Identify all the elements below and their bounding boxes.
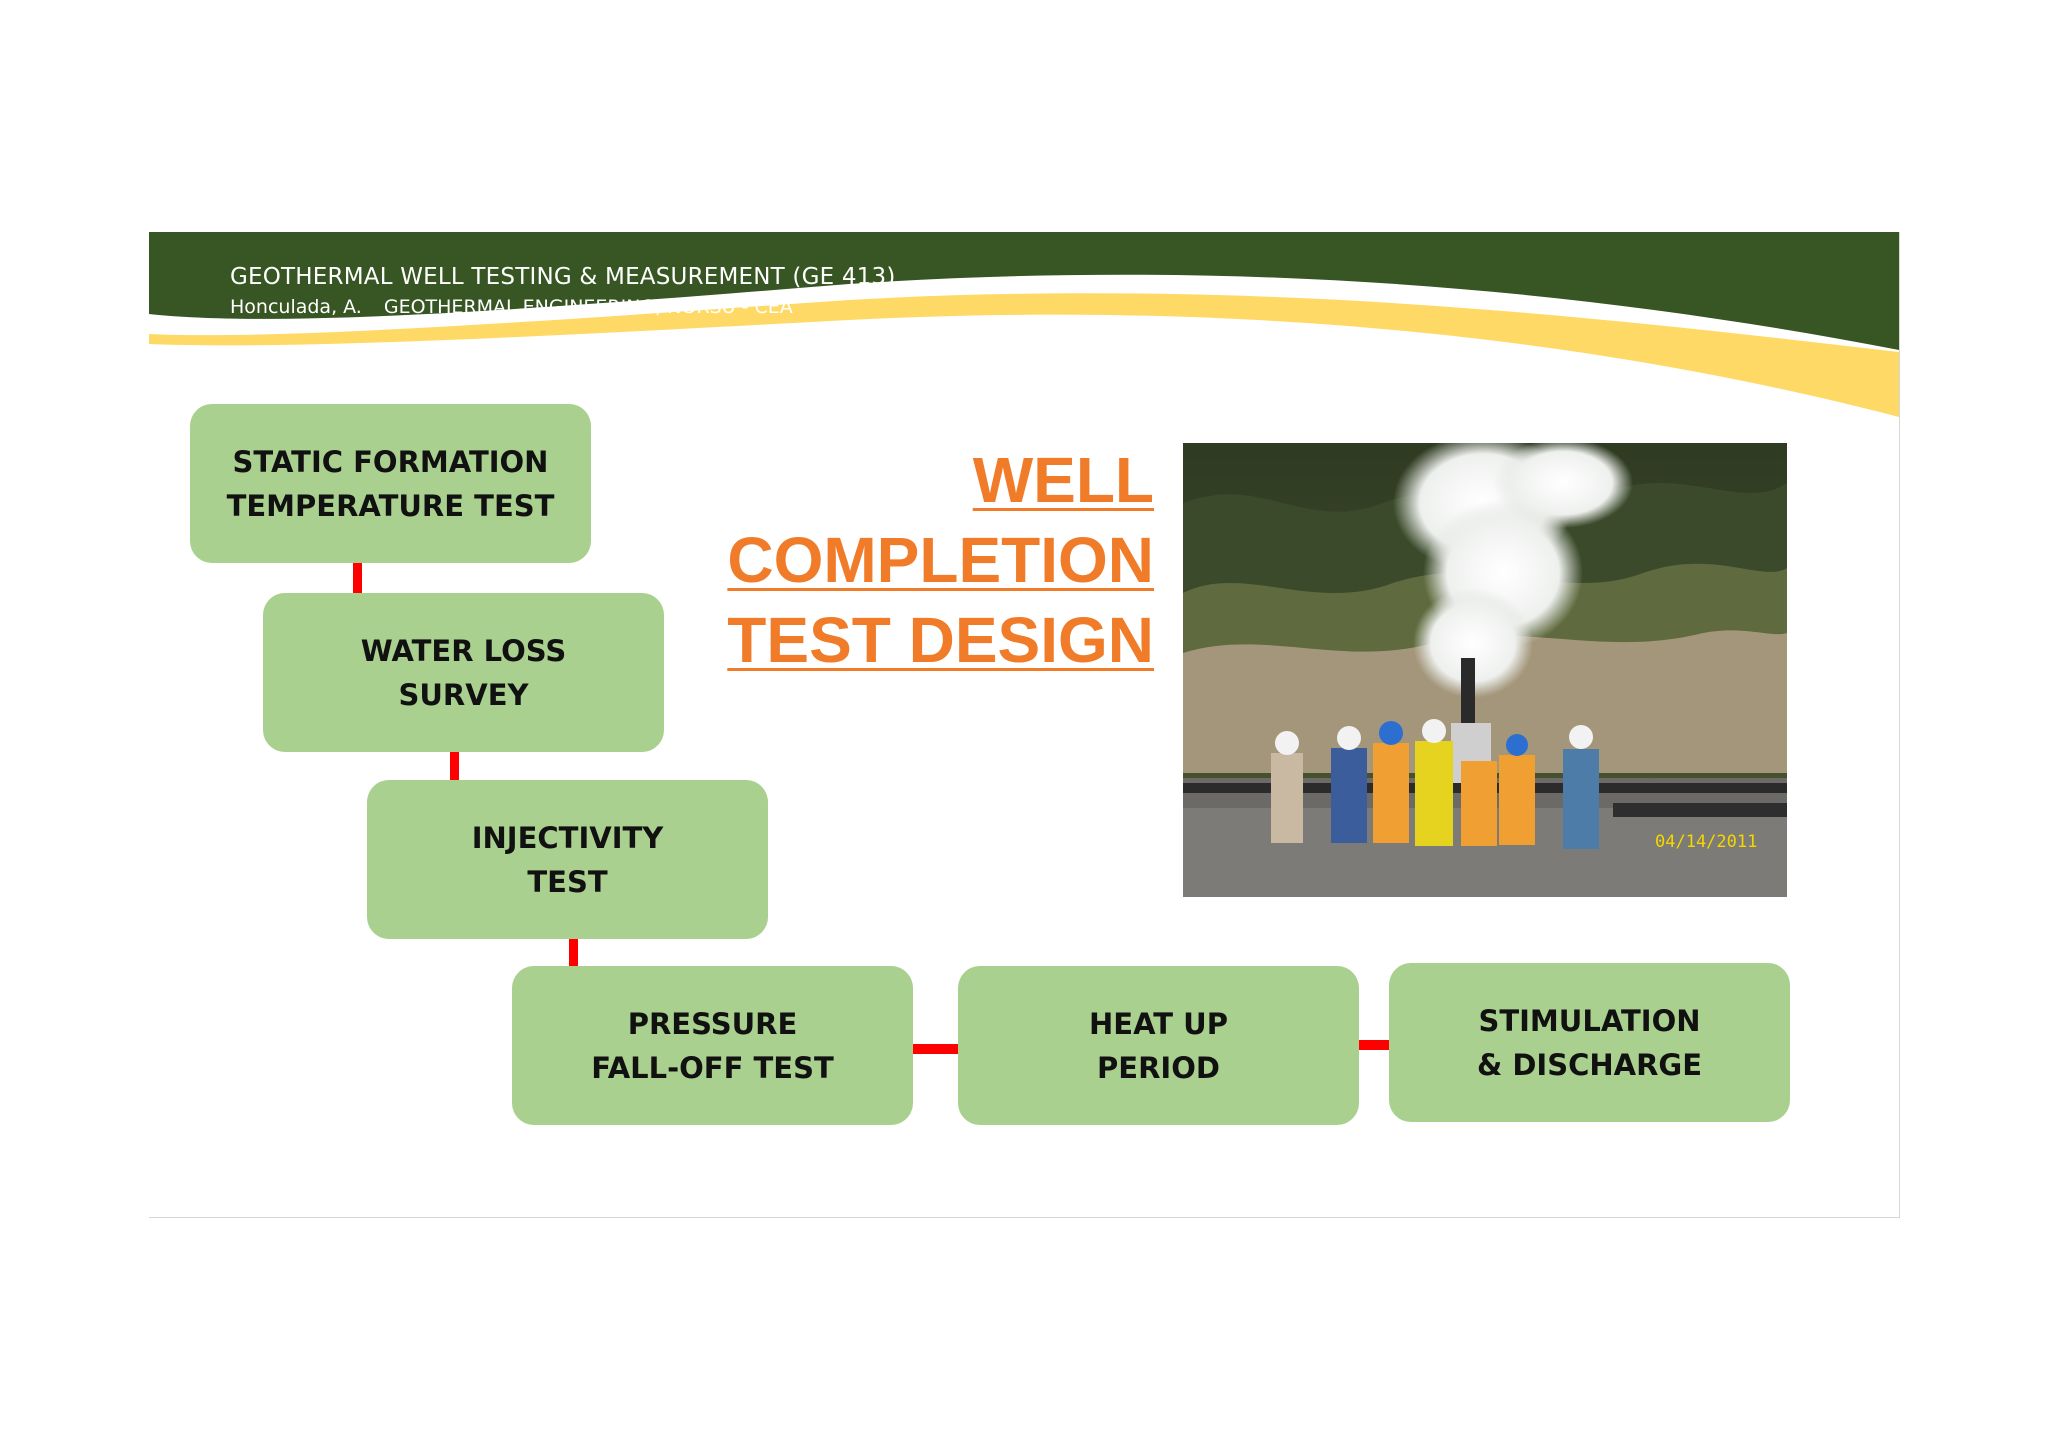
connector-2-3	[450, 750, 459, 781]
photo-date-stamp: 04/14/2011	[1655, 832, 1757, 852]
connector-1-2	[353, 563, 362, 594]
header-banner	[149, 232, 1899, 417]
step-label: HEAT UP PERIOD	[1089, 1006, 1228, 1085]
step-label: STATIC FORMATION TEMPERATURE TEST	[226, 444, 555, 523]
title-line-1: WELL	[972, 444, 1154, 516]
well-discharge-photo: 04/14/2011	[1183, 443, 1787, 897]
course-subtitle: Honculada, A. GEOTHERMAL ENGINEERING, NOR…	[230, 296, 793, 318]
connector-5-6	[1359, 1040, 1389, 1050]
step-static-formation-temperature-test: STATIC FORMATION TEMPERATURE TEST	[190, 404, 591, 563]
title-line-3: TEST DESIGN	[727, 604, 1154, 676]
author-name: Honculada, A.	[230, 296, 362, 318]
step-label: STIMULATION & DISCHARGE	[1476, 1003, 1703, 1082]
title-line-2: COMPLETION	[727, 524, 1154, 596]
step-label: INJECTIVITY TEST	[471, 820, 664, 899]
step-pressure-fall-off-test: PRESSURE FALL-OFF TEST	[512, 966, 913, 1125]
course-title: GEOTHERMAL WELL TESTING & MEASUREMENT (G…	[230, 264, 896, 290]
workers	[1271, 719, 1599, 849]
connector-4-5	[913, 1044, 959, 1054]
step-heat-up-period: HEAT UP PERIOD	[958, 966, 1359, 1125]
step-stimulation-and-discharge: STIMULATION & DISCHARGE	[1389, 963, 1790, 1122]
slide-title: WELL COMPLETION TEST DESIGN	[727, 440, 1154, 680]
connector-3-4	[569, 936, 578, 967]
step-injectivity-test: INJECTIVITY TEST	[367, 780, 768, 939]
slide: GEOTHERMAL WELL TESTING & MEASUREMENT (G…	[149, 232, 1900, 1218]
department-name: GEOTHERMAL ENGINEERING, NORSU - CEA	[383, 296, 793, 318]
step-label: WATER LOSS SURVEY	[360, 633, 567, 712]
step-label: PRESSURE FALL-OFF TEST	[591, 1006, 834, 1085]
step-water-loss-survey: WATER LOSS SURVEY	[263, 593, 664, 752]
